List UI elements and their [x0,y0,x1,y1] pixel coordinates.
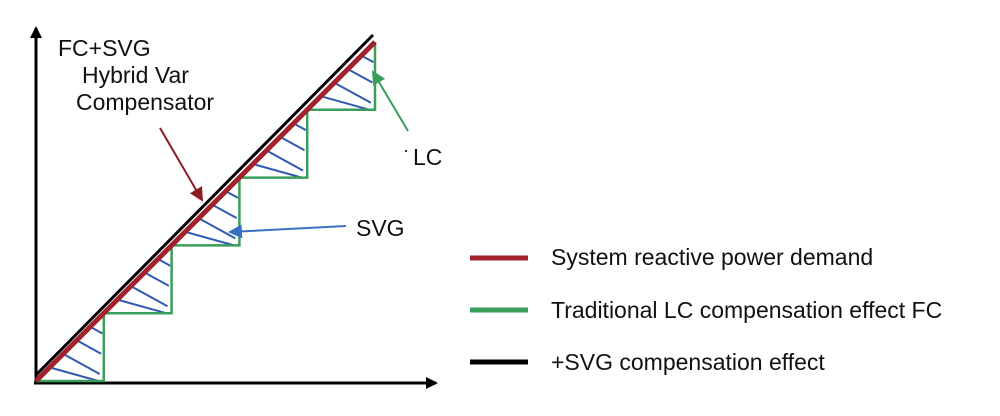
stray-mark [405,150,407,152]
legend-item-svg: +SVG compensation effect [470,349,825,375]
lc-pointer-arrow [371,70,409,132]
svg-hatch-line [76,339,102,355]
svg-hatch-line [279,136,305,152]
legend-label-svg: +SVG compensation effect [551,349,825,375]
legend-item-demand: System reactive power demand [470,244,873,270]
hybrid-label-line1: FC+SVG [58,35,151,61]
svg-hatch-line [347,68,373,84]
legend-label-demand: System reactive power demand [551,244,873,270]
svg-hatch-line [211,203,238,219]
demand-line [34,40,377,383]
hybrid-label-line2: Hybrid Var [82,62,189,88]
svg-hatch-line [252,163,303,179]
axes [30,26,438,389]
svg-hatch-line [184,230,235,247]
legend: System reactive power demand Traditional… [470,244,942,375]
hybrid-label-line3: Compensator [76,89,214,115]
lc-staircase-line [36,42,377,383]
lc-label: LC [413,144,442,170]
svg-hatch-line [117,298,167,315]
svg-hatch-line [266,149,304,172]
legend-item-lc: Traditional LC compensation effect FC [470,297,942,323]
svg-compensation-line [34,33,375,377]
svg-label: SVG [356,215,405,241]
svg-hatch-line [333,81,372,104]
svg-hatch-line [62,353,101,375]
svg-hatch-line [144,271,170,287]
svg-hatch-line [130,285,168,308]
svg-pointer-arrow [228,224,347,239]
svg-hatch-line [320,95,370,111]
legend-label-lc: Traditional LC compensation effect FC [551,297,942,323]
hybrid-pointer-arrow [159,127,204,202]
svg-hatch-line [49,366,99,382]
svg-hatch-line [198,217,236,240]
